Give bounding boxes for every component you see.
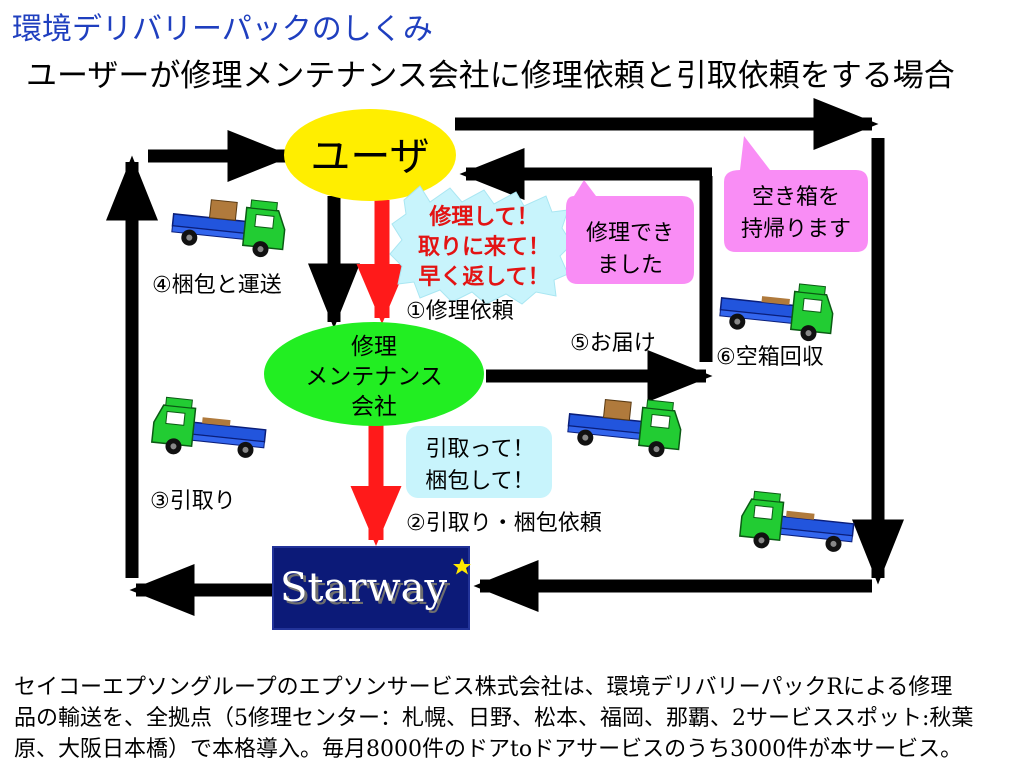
- company-label-1: 修理: [351, 334, 397, 360]
- truck-icon: [738, 489, 857, 559]
- truck-icon: [565, 391, 685, 461]
- user-node: [284, 109, 456, 201]
- starway-text: Starway: [280, 565, 448, 611]
- empty-box-text-2: 持帰ります: [741, 217, 851, 242]
- step-1-label: ①修理依頼: [406, 299, 514, 324]
- step-4-label: ④梱包と運送: [152, 273, 282, 298]
- starway-text-shadow: Starway: [283, 568, 451, 614]
- pickup-request-text-1: 引取って！: [426, 437, 535, 462]
- callout-pickup-request: 引取って！ 梱包して！: [406, 426, 552, 498]
- page-subtitle: ユーザーが修理メンテナンス会社に修理依頼と引取依頼をする場合: [26, 58, 955, 94]
- truck-icon: [150, 395, 269, 465]
- company-label-3: 会社: [351, 394, 397, 420]
- repair-request-text-1: 修理して！: [428, 204, 538, 230]
- page-title: 環境デリバリーパックのしくみ: [12, 12, 433, 47]
- step-2-label: ②引取り・梱包依頼: [406, 511, 602, 536]
- step-5-label: ⑤お届け: [570, 331, 656, 356]
- step-3-label: ③引取り: [150, 489, 236, 514]
- repair-request-text-2: 取りに来て！: [418, 235, 550, 260]
- company-node: [264, 322, 484, 426]
- repair-done-text-2: ました: [597, 253, 663, 278]
- footer-line-3: 原、大阪日本橋）で本格導入。毎月8000件のドアtoドアサービスのうち3000件…: [14, 737, 963, 762]
- step-6-label: ⑥空箱回収: [716, 345, 824, 370]
- star-icon: [453, 558, 471, 575]
- callout-empty-box: 空き箱を 持帰ります: [724, 136, 868, 252]
- footer-line-1: セイコーエプソングループのエプソンサービス株式会社は、環境デリバリーパックRによ…: [14, 675, 953, 700]
- user-label: ユーザ: [310, 134, 429, 180]
- footer-description: セイコーエプソングループのエプソンサービス株式会社は、環境デリバリーパックRによ…: [14, 672, 1010, 765]
- truck-icon: [717, 275, 837, 345]
- repair-done-text-1: 修理でき: [586, 221, 674, 246]
- repair-request-text-3: 早く返して！: [418, 265, 549, 290]
- flow-arrows: [106, 98, 904, 616]
- callout-repair-request: 修理して！ 取りに来て！ 早く返して！: [389, 185, 573, 305]
- callout-repair-done: 修理でき ました: [566, 180, 694, 284]
- empty-box-text-1: 空き箱を: [752, 185, 840, 210]
- starway-logo: Starway Starway: [272, 546, 471, 630]
- company-label-2: メンテナンス: [305, 364, 443, 390]
- footer-line-2: 品の輸送を、全拠点（5修理センター：札幌、日野、松本、福岡、那覇、2サービススポ…: [14, 706, 974, 731]
- pickup-request-text-2: 梱包して！: [425, 469, 534, 494]
- truck-icon: [169, 191, 289, 261]
